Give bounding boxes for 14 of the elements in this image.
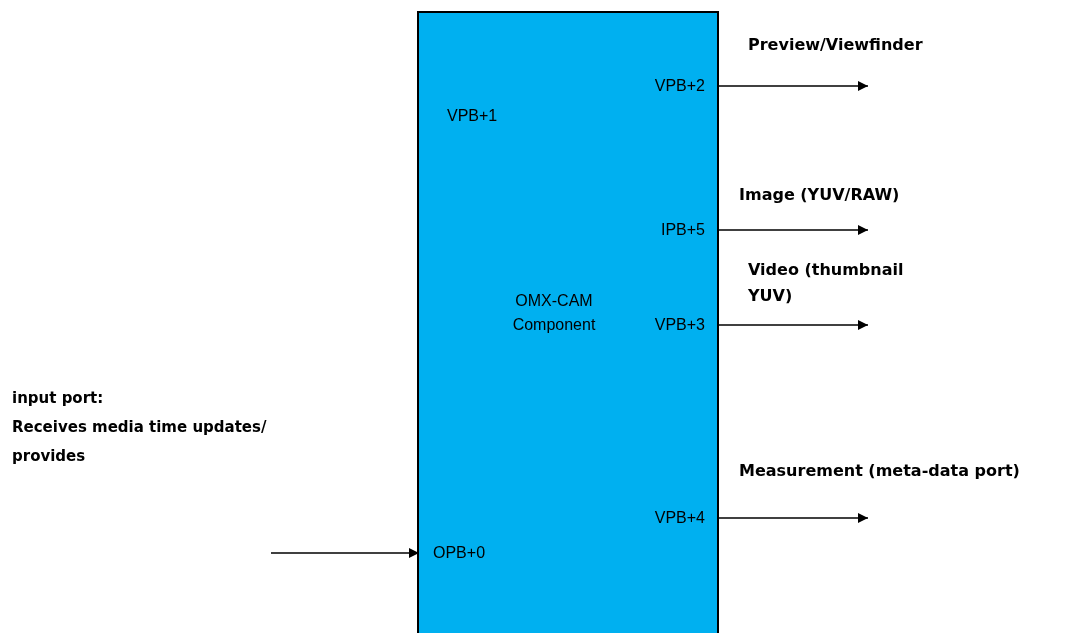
component-block [417, 11, 719, 633]
port-label: VPB+3 [654, 316, 717, 334]
edge-label: Measurement (meta-data port) [739, 460, 1021, 482]
component-name: OMX-CAM Component [511, 291, 597, 335]
port-label: VPB+4 [654, 509, 717, 527]
note-text: Receives media time updates/ provides [12, 417, 268, 467]
note-text: input port: [12, 388, 105, 409]
edge-label: Video (thumbnail YUV) [748, 259, 905, 307]
port-label: VPB+2 [654, 77, 717, 95]
port-label: IPB+5 [660, 221, 717, 239]
edge-label: Image (YUV/RAW) [739, 184, 901, 206]
edge-label: Preview/Viewfinder [748, 34, 924, 56]
port-label: VPB+1 [447, 107, 498, 125]
port-label: OPB+0 [419, 544, 486, 562]
